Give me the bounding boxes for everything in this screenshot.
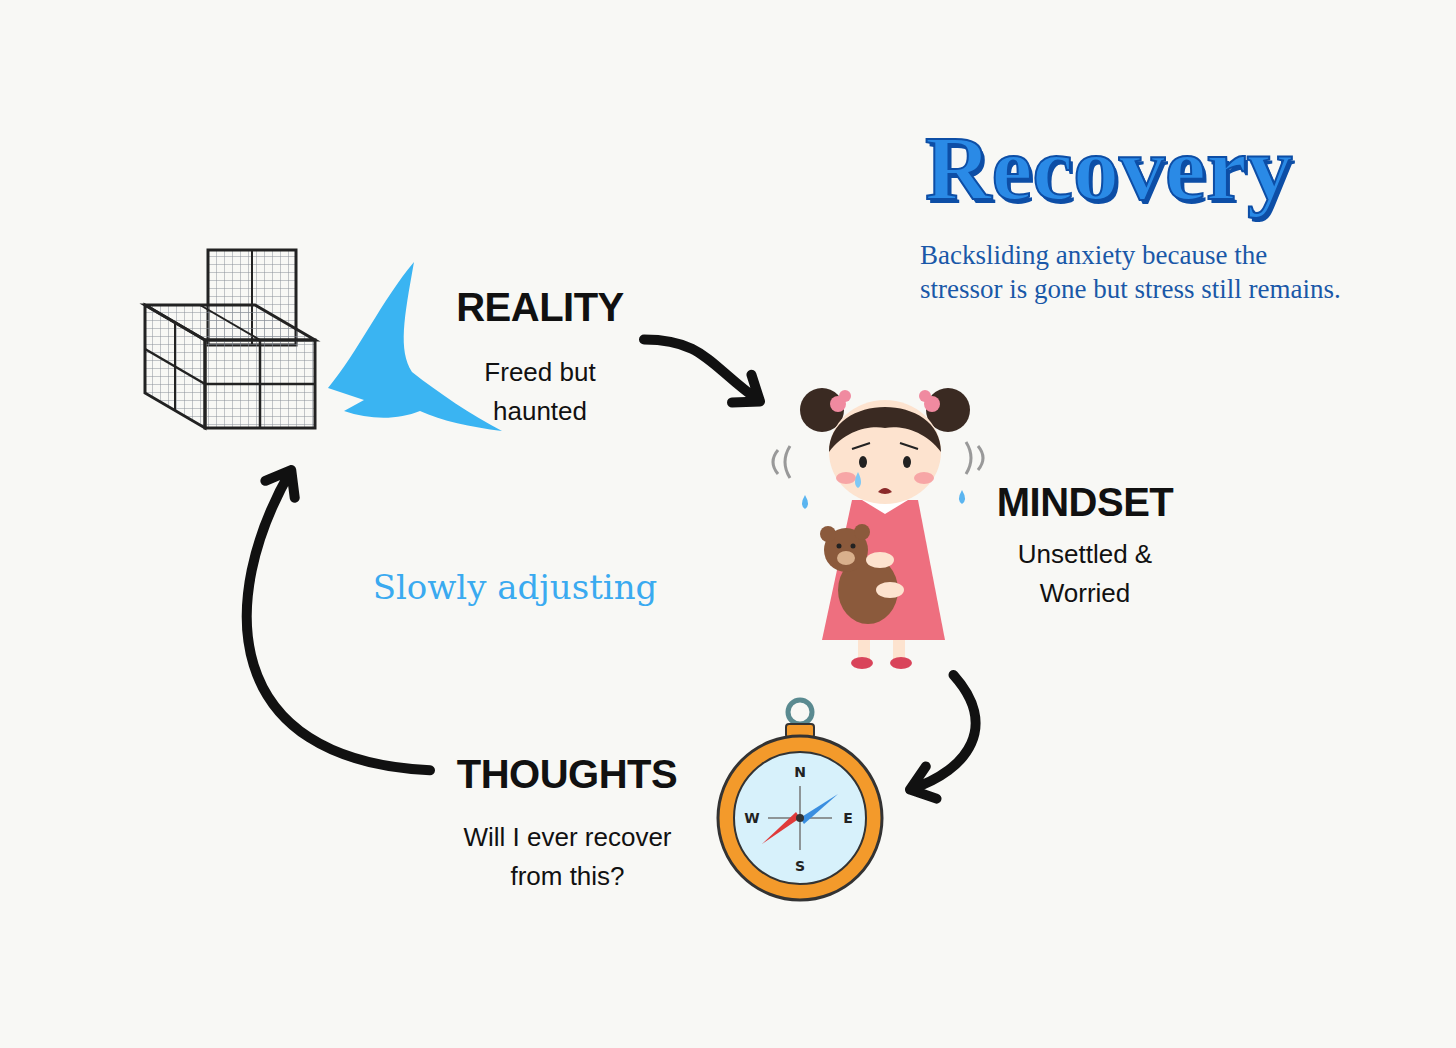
girl-icon-part <box>878 488 892 494</box>
girl-icon-part <box>836 472 856 484</box>
curved-arrow-part <box>644 340 760 403</box>
curved-arrow <box>910 675 976 799</box>
cage-icon-part <box>200 305 260 340</box>
curved-arrow <box>644 340 760 403</box>
girl-icon-part <box>858 638 870 660</box>
girl-icon-part <box>866 552 894 568</box>
node-heading: MINDSET <box>985 480 1185 524</box>
girl-icon-part <box>855 472 861 488</box>
cage-icon <box>145 250 315 428</box>
girl-icon-part <box>890 657 912 669</box>
compass-icon-part <box>800 794 838 824</box>
girl-icon-part <box>822 500 945 640</box>
cage-icon-part <box>205 340 315 428</box>
node-heading: THOUGHTS <box>432 752 702 796</box>
girl-icon-part <box>837 551 855 565</box>
girl-icon-part <box>837 544 842 549</box>
curved-arrow <box>247 470 430 770</box>
node-text: Will I ever recover from this? <box>435 818 700 896</box>
compass-icon-part <box>762 812 800 844</box>
girl-icon-part <box>914 472 934 484</box>
girl-icon-part <box>966 442 983 474</box>
compass-icon-part <box>734 752 866 884</box>
girl-icon-part <box>919 390 931 402</box>
compass-icon-part <box>796 814 804 822</box>
diagram-node: THOUGHTS Will I ever recover from this? <box>430 695 910 910</box>
girl-icon <box>773 388 983 669</box>
girl-icon-part <box>903 456 911 468</box>
diagram-node: MINDSET Unsettled & Worried <box>760 390 1190 675</box>
diagram-title: Recovery <box>925 118 1293 218</box>
girl-icon-part <box>854 524 870 540</box>
caption-text: Backsliding anxiety because the stressor… <box>920 238 1345 306</box>
girl-icon-part <box>851 657 873 669</box>
girl-icon-part <box>851 544 856 549</box>
girl-icon-part <box>876 582 904 598</box>
girl-icon-part <box>820 526 836 542</box>
note-label: Slowly adjusting <box>345 566 685 608</box>
curved-arrow-part <box>910 675 976 799</box>
diagram-node: REALITY Freed but haunted <box>140 245 644 470</box>
node-text: Freed but haunted <box>445 353 635 431</box>
node-text: Unsettled & Worried <box>985 535 1185 613</box>
girl-icon-part <box>773 446 790 478</box>
girl-icon-part <box>859 456 867 468</box>
curved-arrow-part <box>247 470 430 770</box>
compass-letter: W <box>742 810 762 826</box>
compass-letter: S <box>790 858 810 874</box>
girl-icon-part <box>829 400 941 504</box>
girl-icon-part <box>893 638 905 660</box>
node-heading: REALITY <box>440 285 640 329</box>
girl-icon-part <box>852 443 918 449</box>
cage-icon-part <box>145 305 205 428</box>
girl-icon-part <box>839 390 851 402</box>
compass-icon-part <box>718 736 882 900</box>
compass-icon-part <box>788 700 812 724</box>
cage-icon-part <box>205 383 315 386</box>
compass-icon-part <box>768 786 832 850</box>
compass-letter: N <box>790 764 810 780</box>
compass-icon <box>718 700 882 900</box>
cage-icon-part <box>174 322 176 410</box>
compass-letter: E <box>838 810 858 826</box>
girl-icon-part <box>829 407 941 452</box>
